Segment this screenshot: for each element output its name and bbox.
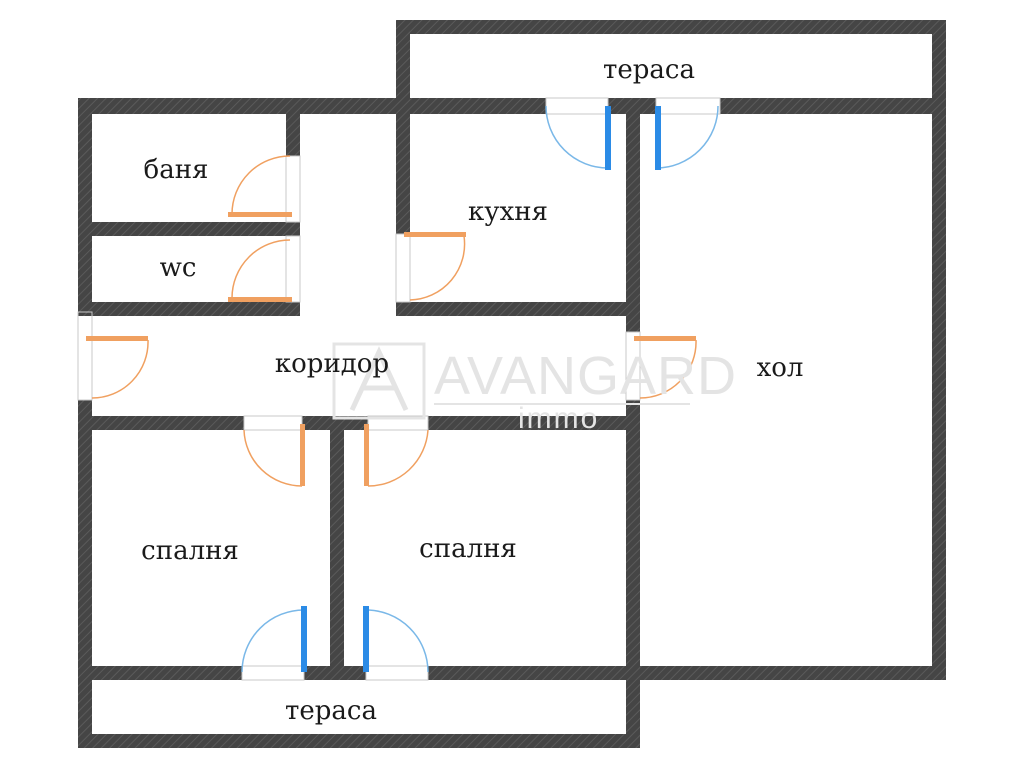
watermark-logo-box [332, 342, 426, 420]
wall-left-top [78, 98, 92, 312]
balcony-doors [241, 105, 719, 673]
door-bedroom-right [364, 424, 429, 487]
wall-bedroom-divider [330, 420, 344, 680]
wall-kitchen-left [396, 106, 410, 234]
door-hall-terrace [655, 105, 719, 170]
wall-main-top-right [720, 98, 946, 114]
door-entrance [86, 336, 149, 399]
wall-bedrooms-top-left [78, 416, 244, 430]
door-bathroom [228, 155, 292, 217]
label-terrace-top: тераса [603, 55, 695, 85]
interior-doors [86, 155, 697, 487]
walls [78, 20, 946, 748]
label-kitchen: кухня [468, 197, 548, 227]
wall-bath-wc [78, 222, 300, 236]
door-wc [228, 239, 292, 302]
wall-bath-right [286, 106, 300, 156]
wall-terrace-top-top [396, 20, 946, 34]
label-hall: хол [757, 353, 804, 383]
wall-corridor-hall-low [626, 400, 640, 680]
wall-bedrooms-bottom-left [78, 666, 242, 680]
watermark-sub: immo [518, 402, 599, 435]
door-bedroom-right-terrace [363, 606, 429, 673]
wall-terrace-bottom-bottom [78, 734, 640, 748]
wall-terrace-top-right [932, 20, 946, 114]
wall-bedrooms-bottom-mid [304, 666, 366, 680]
label-bathroom: баня [144, 155, 209, 185]
wall-terrace-bottom-right [626, 670, 640, 748]
door-bedroom-left [243, 424, 305, 487]
label-wc: wc [160, 253, 197, 283]
wall-bedrooms-top-right [428, 416, 640, 430]
watermark-logo-mark [349, 346, 409, 412]
door-bedroom-left-terrace [241, 606, 307, 673]
watermark: AVANGARD immo [332, 342, 737, 435]
door-kitchen-terrace [545, 105, 611, 170]
door-kitchen [404, 232, 466, 301]
label-bedroom-left: спалня [141, 536, 239, 566]
wall-bedrooms-bottom-right [428, 666, 946, 680]
wall-terrace-top-left [396, 20, 410, 114]
label-terrace-bottom: тераса [285, 696, 377, 726]
room-labels: тераса баня wc кухня коридор хол спалня … [141, 55, 803, 726]
door-hall [634, 336, 697, 399]
wall-wc-bottom [78, 302, 300, 316]
wall-kitchen-bottom [396, 302, 640, 316]
label-corridor: коридор [275, 349, 389, 379]
watermark-brand: AVANGARD [434, 346, 737, 406]
door-frames [77, 97, 721, 681]
wall-left-bottom [78, 400, 92, 748]
wall-kitchen-hall [626, 106, 640, 332]
wall-main-top-left [78, 98, 546, 114]
wall-right [932, 98, 946, 680]
label-bedroom-right: спалня [419, 534, 517, 564]
